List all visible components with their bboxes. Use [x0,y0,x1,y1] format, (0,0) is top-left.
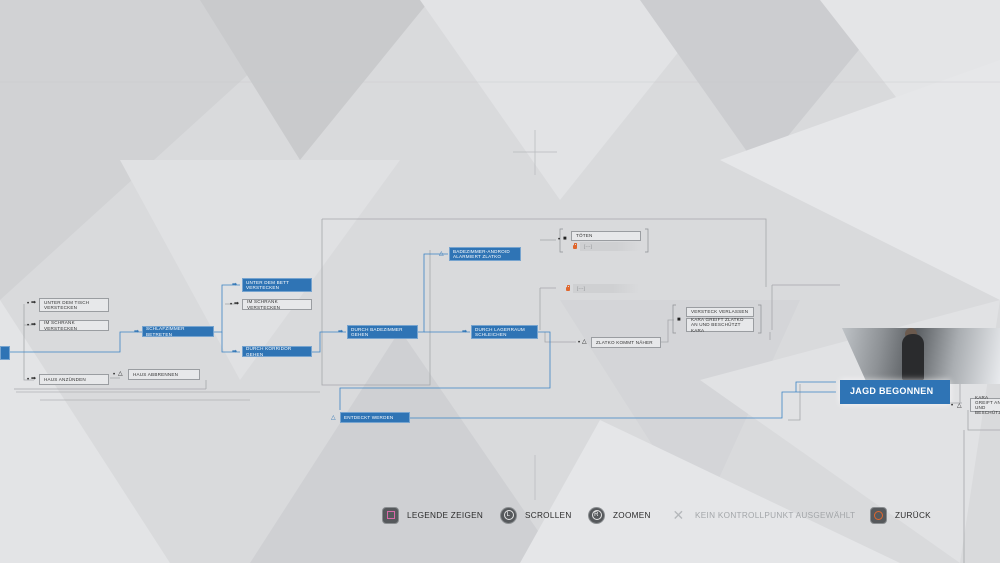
node-badezimmer[interactable]: DURCH BADEZIMMER GEHEN [347,325,418,339]
scroll-button[interactable]: L SCROLLEN [500,505,572,525]
back-button[interactable]: ZURÜCK [870,505,931,525]
arrow-icon: ➡ [462,329,468,335]
lock-icon [566,285,571,291]
node-jagd-begonnen[interactable]: JAGD BEGONNEN [840,380,950,404]
triangle-icon: △ [118,371,123,377]
chapter-thumbnail [842,328,1000,384]
node-lagerraum[interactable]: DURCH LAGERRAUM SCHLEICHEN [471,325,538,339]
node-kara-greift[interactable]: KARA GREIFT ZLATKO AN UND BESCHÜTZT KARA [686,317,754,333]
right-stick-icon: R [588,506,605,524]
arrow-icon: ➡ [31,300,37,306]
legend-show-label: LEGENDE ZEIGEN [407,510,484,520]
node-locked-2[interactable]: [---] [573,284,639,293]
arrow-icon: ➡ [232,282,238,288]
marker-dot: • [230,302,233,308]
scroll-label: SCROLLEN [525,510,572,520]
arrow-icon: ➡ [134,329,140,335]
pistol-icon: ■ [677,317,681,323]
marker-dot: • [113,372,116,378]
marker-dot: • [951,403,954,409]
back-label: ZURÜCK [895,510,931,520]
node-schrank-2[interactable]: IM SCHRANK VERSTECKEN [242,299,312,310]
arrow-icon: ➡ [338,329,344,335]
arrow-icon: ➡ [234,301,240,307]
node-schlafzimmer[interactable]: SCHLAFZIMMER BETRETEN [142,326,214,337]
no-checkpoint-button: ✕ KEIN KONTROLLPUNKT AUSGEWÄHLT [670,505,855,525]
node-zlatko-naeher[interactable]: ZLATKO KOMMT NÄHER [591,337,661,348]
character-figure [902,334,924,380]
circle-button-icon [870,506,887,524]
cut-off-node-left[interactable] [0,346,10,360]
zoom-label: ZOOMEN [613,510,651,520]
marker-dot: • [27,323,30,329]
node-toeten[interactable]: TÖTEN [571,231,641,241]
node-schrank-1[interactable]: IM SCHRANK VERSTECKEN [39,320,109,331]
marker-dot: • [27,377,30,383]
triangle-icon: △ [439,251,444,257]
legend-show-button[interactable]: LEGENDE ZEIGEN [382,505,483,525]
node-bad-android[interactable]: BADEZIMMER-ANDROID ALARMIERT ZLATKO [449,247,521,261]
lock-icon [573,243,578,249]
triangle-icon: △ [582,339,587,345]
node-entdeckt[interactable]: ENTDECKT WERDEN [340,412,410,423]
arrow-icon: ➡ [31,322,37,328]
zoom-button[interactable]: R ZOOMEN [588,505,651,525]
marker-dot: • [578,340,581,346]
triangle-icon: △ [331,415,336,421]
arrow-icon: ➡ [232,349,238,355]
node-haus-anzuenden[interactable]: HAUS ANZÜNDEN [39,374,109,385]
node-versteck-verlassen[interactable]: VERSTECK VERLASSEN [686,307,754,317]
square-button-icon [382,506,399,524]
marker-dot: • [27,301,30,307]
node-kara-partial[interactable]: KARA GREIFT AN UND BESCHÜTZT [970,395,1000,415]
node-unter-tisch[interactable]: UNTER DEM TISCH VERSTECKEN [39,298,109,312]
node-korridor[interactable]: DURCH KORRIDOR GEHEN [242,346,312,357]
node-locked-1[interactable]: [---] [580,242,641,251]
left-stick-icon: L [500,506,517,524]
triangle-icon: △ [957,403,962,409]
node-unter-bett[interactable]: UNTER DEM BETT VERSTECKEN [242,278,312,292]
pistol-icon: ■ [563,236,567,242]
arrow-icon: ➡ [31,376,37,382]
no-checkpoint-label: KEIN KONTROLLPUNKT AUSGEWÄHLT [695,510,856,520]
marker-dot: • [558,237,561,243]
cross-button-icon: ✕ [672,507,685,523]
node-haus-abbrennen[interactable]: HAUS ABBRENNEN [128,369,200,380]
